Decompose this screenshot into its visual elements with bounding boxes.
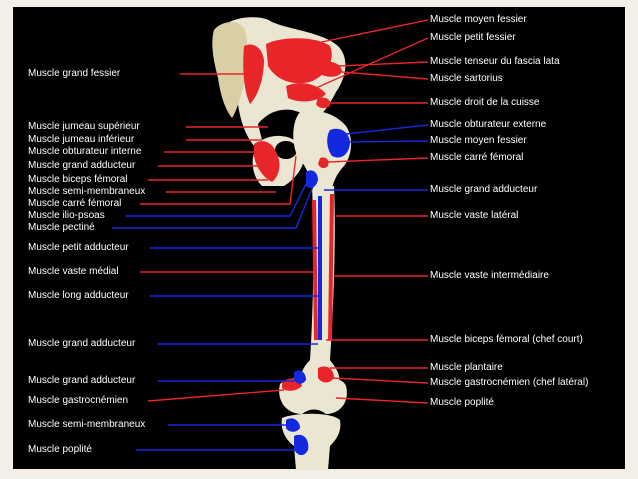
leader-gastrocnemien-lateral: [331, 377, 429, 384]
vastus-medialis-line: [312, 200, 318, 340]
label-plantaire: Muscle plantaire: [430, 362, 503, 373]
obturator-externus-insertion: [327, 128, 350, 158]
label-moyen-fessier: Muscle moyen fessier: [430, 14, 527, 25]
label-poplite-right: Muscle poplité: [430, 397, 494, 408]
quadratus-femoris-insertion: [318, 157, 329, 169]
label-vaste-intermediaire: Muscle vaste intermédiaire: [430, 270, 549, 281]
gastrocnemius-lateral-origin: [318, 366, 334, 383]
leader-carre-femoral: [140, 155, 297, 205]
leader-gastrocnemien: [147, 389, 285, 402]
leader-obturateur-externe: [345, 124, 429, 135]
label-ilio-psoas: Muscle ilio-psoas: [28, 210, 105, 221]
label-droit-cuisse: Muscle droit de la cuisse: [430, 97, 540, 108]
label-biceps-femoral: Muscle biceps fémoral: [28, 174, 128, 185]
label-grand-fessier: Muscle grand fessier: [28, 68, 121, 79]
gluteus-medius-origin: [266, 38, 332, 84]
leader-pectine: [112, 183, 315, 229]
iliopsoas-insertion: [306, 170, 318, 188]
leader-ilio-psoas: [126, 179, 309, 217]
label-tenseur-fascia-lata: Muscle tenseur du fascia lata: [430, 56, 560, 67]
gluteus-maximus-origin: [243, 44, 264, 104]
label-petit-fessier: Muscle petit fessier: [430, 32, 516, 43]
popliteus-insertion: [294, 434, 309, 456]
leader-poplite-right: [335, 397, 429, 404]
ischial-muscles-origin: [254, 141, 280, 182]
adductor-tubercle-insertion: [294, 370, 306, 384]
leader-moyen-fessier: [311, 19, 429, 45]
label-carre-femoral-right: Muscle carré fémoral: [430, 152, 524, 163]
leader-sartorius: [341, 71, 429, 80]
label-vaste-medial: Muscle vaste médial: [28, 266, 119, 277]
label-moyen-fessier-2: Muscle moyen fessier: [430, 135, 527, 146]
leader-petit-fessier: [315, 37, 429, 89]
label-biceps-chef-court: Muscle biceps fémoral (chef court): [430, 334, 583, 345]
label-obturateur-externe: Muscle obturateur externe: [430, 119, 547, 130]
label-jumeau-inferieur: Muscle jumeau inférieur: [28, 134, 135, 145]
semimembranosus-insertion: [286, 418, 300, 432]
label-grand-adducteur-right: Muscle grand adducteur: [430, 184, 538, 195]
label-gastrocnemien-lateral: Muscle gastrocnémien (chef latéral): [430, 377, 589, 388]
adductor-linea-aspera: [318, 196, 322, 340]
leader-carre-femoral-right: [327, 157, 429, 163]
obturator-foramen: [275, 141, 297, 159]
rectus-femoris-origin: [316, 97, 331, 109]
leader-tenseur-fascia-lata: [337, 61, 429, 67]
tensor-fascia-lata-origin: [320, 61, 342, 77]
label-obturateur-interne: Muscle obturateur interne: [28, 146, 142, 157]
label-sartorius: Muscle sartorius: [430, 73, 503, 84]
leader-moyen-fessier-right: [345, 140, 429, 143]
label-long-adducteur: Muscle long adducteur: [28, 290, 129, 301]
label-semi-membraneux-2: Muscle semi-membraneux: [28, 419, 146, 430]
label-vaste-lateral: Muscle vaste latéral: [430, 210, 519, 221]
label-pectine: Muscle pectiné: [28, 222, 95, 233]
label-jumeau-superieur: Muscle jumeau supérieur: [28, 121, 140, 132]
label-grand-adducteur-3: Muscle grand adducteur: [28, 375, 136, 386]
vastus-lateralis-line: [328, 194, 334, 340]
label-gastrocnemien: Muscle gastrocnémien: [28, 395, 129, 406]
label-semi-membraneux-1: Muscle semi-membraneux: [28, 186, 146, 197]
label-grand-adducteur-1: Muscle grand adducteur: [28, 160, 136, 171]
label-grand-adducteur-2: Muscle grand adducteur: [28, 338, 136, 349]
label-poplite-left: Muscle poplité: [28, 444, 92, 455]
sacrum-bone: [212, 22, 248, 119]
label-carre-femoral-left: Muscle carré fémoral: [28, 198, 122, 209]
label-petit-adducteur: Muscle petit adducteur: [28, 242, 129, 253]
